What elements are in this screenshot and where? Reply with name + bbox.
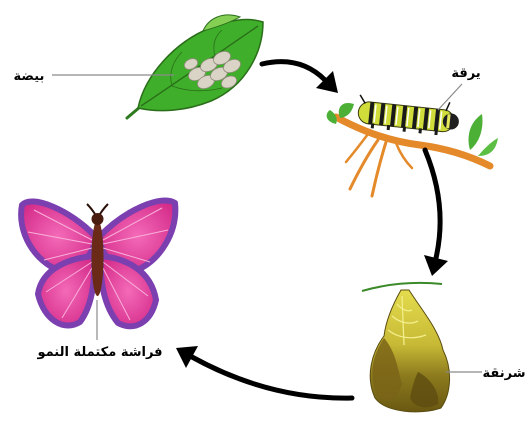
butterfly-body: [92, 220, 104, 296]
leader-line-larva: [438, 84, 462, 110]
butterfly-head: [92, 213, 104, 225]
caterpillar-tentacle: [446, 102, 450, 111]
arrow-larva-to-pupa: [425, 150, 440, 258]
adult-stage: [21, 200, 175, 326]
right-antenna: [100, 204, 108, 214]
pupa-stage: [362, 283, 450, 412]
arrowhead-larva-to-pupa: [424, 255, 448, 276]
egg-stage: [127, 15, 263, 118]
branch-twig: [372, 142, 386, 196]
label-adult: فراشة مكتملة النمو: [36, 345, 162, 360]
leg: [387, 125, 391, 130]
leg: [403, 127, 407, 132]
left-antenna: [87, 204, 95, 214]
leg: [418, 128, 422, 133]
larva-stage: [327, 93, 498, 196]
leg: [434, 130, 438, 135]
label-egg: بيضة: [14, 69, 45, 84]
branch-leaf: [478, 138, 498, 156]
caterpillar-tentacle: [359, 95, 366, 104]
arrow-egg-to-larva: [262, 62, 325, 80]
label-pupa: شرنقة: [483, 366, 526, 381]
label-larva: يرقة: [451, 66, 480, 81]
butterfly: [21, 200, 175, 326]
branch-leaf: [469, 114, 483, 150]
branch-twig: [346, 134, 368, 162]
branch-leaf: [327, 110, 337, 124]
arrow-pupa-to-adult: [192, 357, 352, 398]
leg: [371, 123, 375, 128]
branch-leaf: [339, 103, 354, 118]
